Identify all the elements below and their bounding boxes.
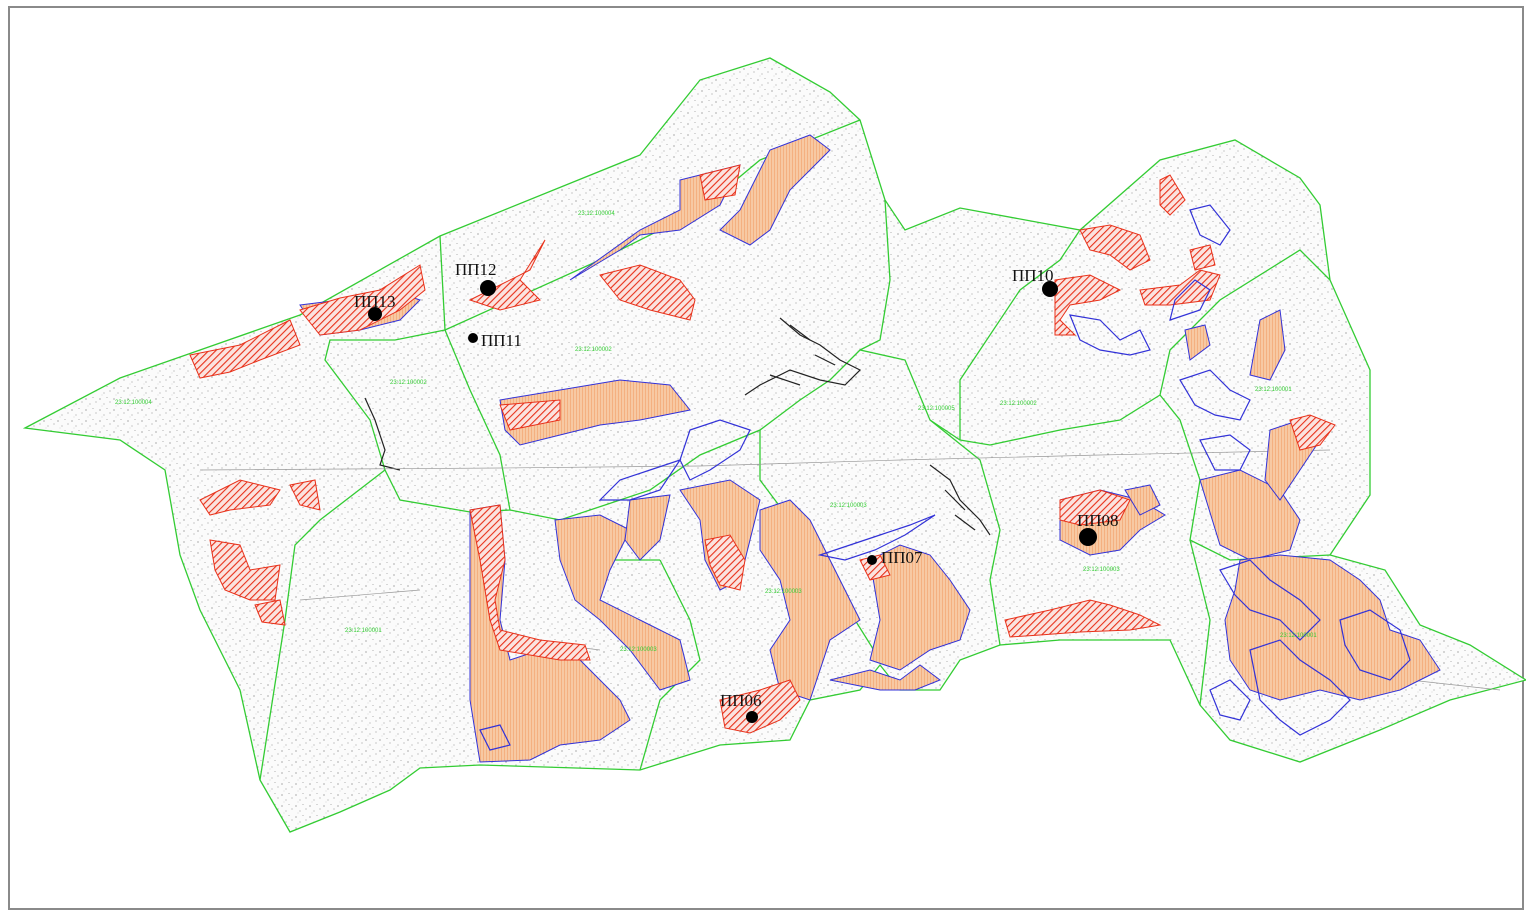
cadastral-label: 23:12:100005 bbox=[918, 406, 955, 412]
point-marker-pp08[interactable] bbox=[1079, 528, 1097, 546]
point-marker-pp10[interactable] bbox=[1042, 281, 1058, 297]
cadastral-label: 23:12:100003 bbox=[830, 503, 867, 509]
cadastral-label: 23:12:100002 bbox=[1000, 401, 1037, 407]
point-marker-pp07[interactable] bbox=[867, 555, 877, 565]
cadastral-label: 23:12:100002 bbox=[390, 380, 427, 386]
point-label-pp13: ПП13 bbox=[354, 292, 396, 311]
cadastral-label: 23:12:100001 bbox=[1280, 633, 1317, 639]
cadastral-label: 23:12:100001 bbox=[345, 628, 382, 634]
cadastral-labels: 23:12:100004 23:12:100002 23:12:100002 2… bbox=[115, 211, 1317, 653]
cadastral-label: 23:12:100004 bbox=[115, 400, 152, 406]
point-label-pp06: ПП06 bbox=[720, 691, 762, 710]
cadastral-label: 23:12:100003 bbox=[620, 647, 657, 653]
point-marker-pp12[interactable] bbox=[480, 280, 496, 296]
point-label-pp07: ПП07 bbox=[881, 548, 923, 567]
cadastral-label: 23:12:100003 bbox=[765, 589, 802, 595]
point-label-pp08: ПП08 bbox=[1077, 511, 1119, 530]
cadastral-label: 23:12:100003 bbox=[1083, 567, 1120, 573]
cadastral-label: 23:12:100001 bbox=[1255, 387, 1292, 393]
point-marker-pp13[interactable] bbox=[368, 307, 382, 321]
point-marker-pp11[interactable] bbox=[468, 333, 478, 343]
cadastral-label: 23:12:100002 bbox=[575, 347, 612, 353]
blue-zones bbox=[479, 204, 1411, 751]
cadastral-label: 23:12:100004 bbox=[578, 211, 615, 217]
point-marker-pp06[interactable] bbox=[746, 711, 758, 723]
point-label-pp11: ПП11 bbox=[481, 331, 522, 350]
settlements bbox=[364, 317, 991, 536]
point-label-pp12: ПП12 bbox=[455, 260, 497, 279]
point-label-pp10: ПП10 bbox=[1012, 266, 1054, 285]
sample-points: ПП13 ПП12 ПП11 ПП10 ПП08 ПП07 ПП06 bbox=[354, 260, 1119, 723]
orange-zones bbox=[299, 134, 1441, 763]
